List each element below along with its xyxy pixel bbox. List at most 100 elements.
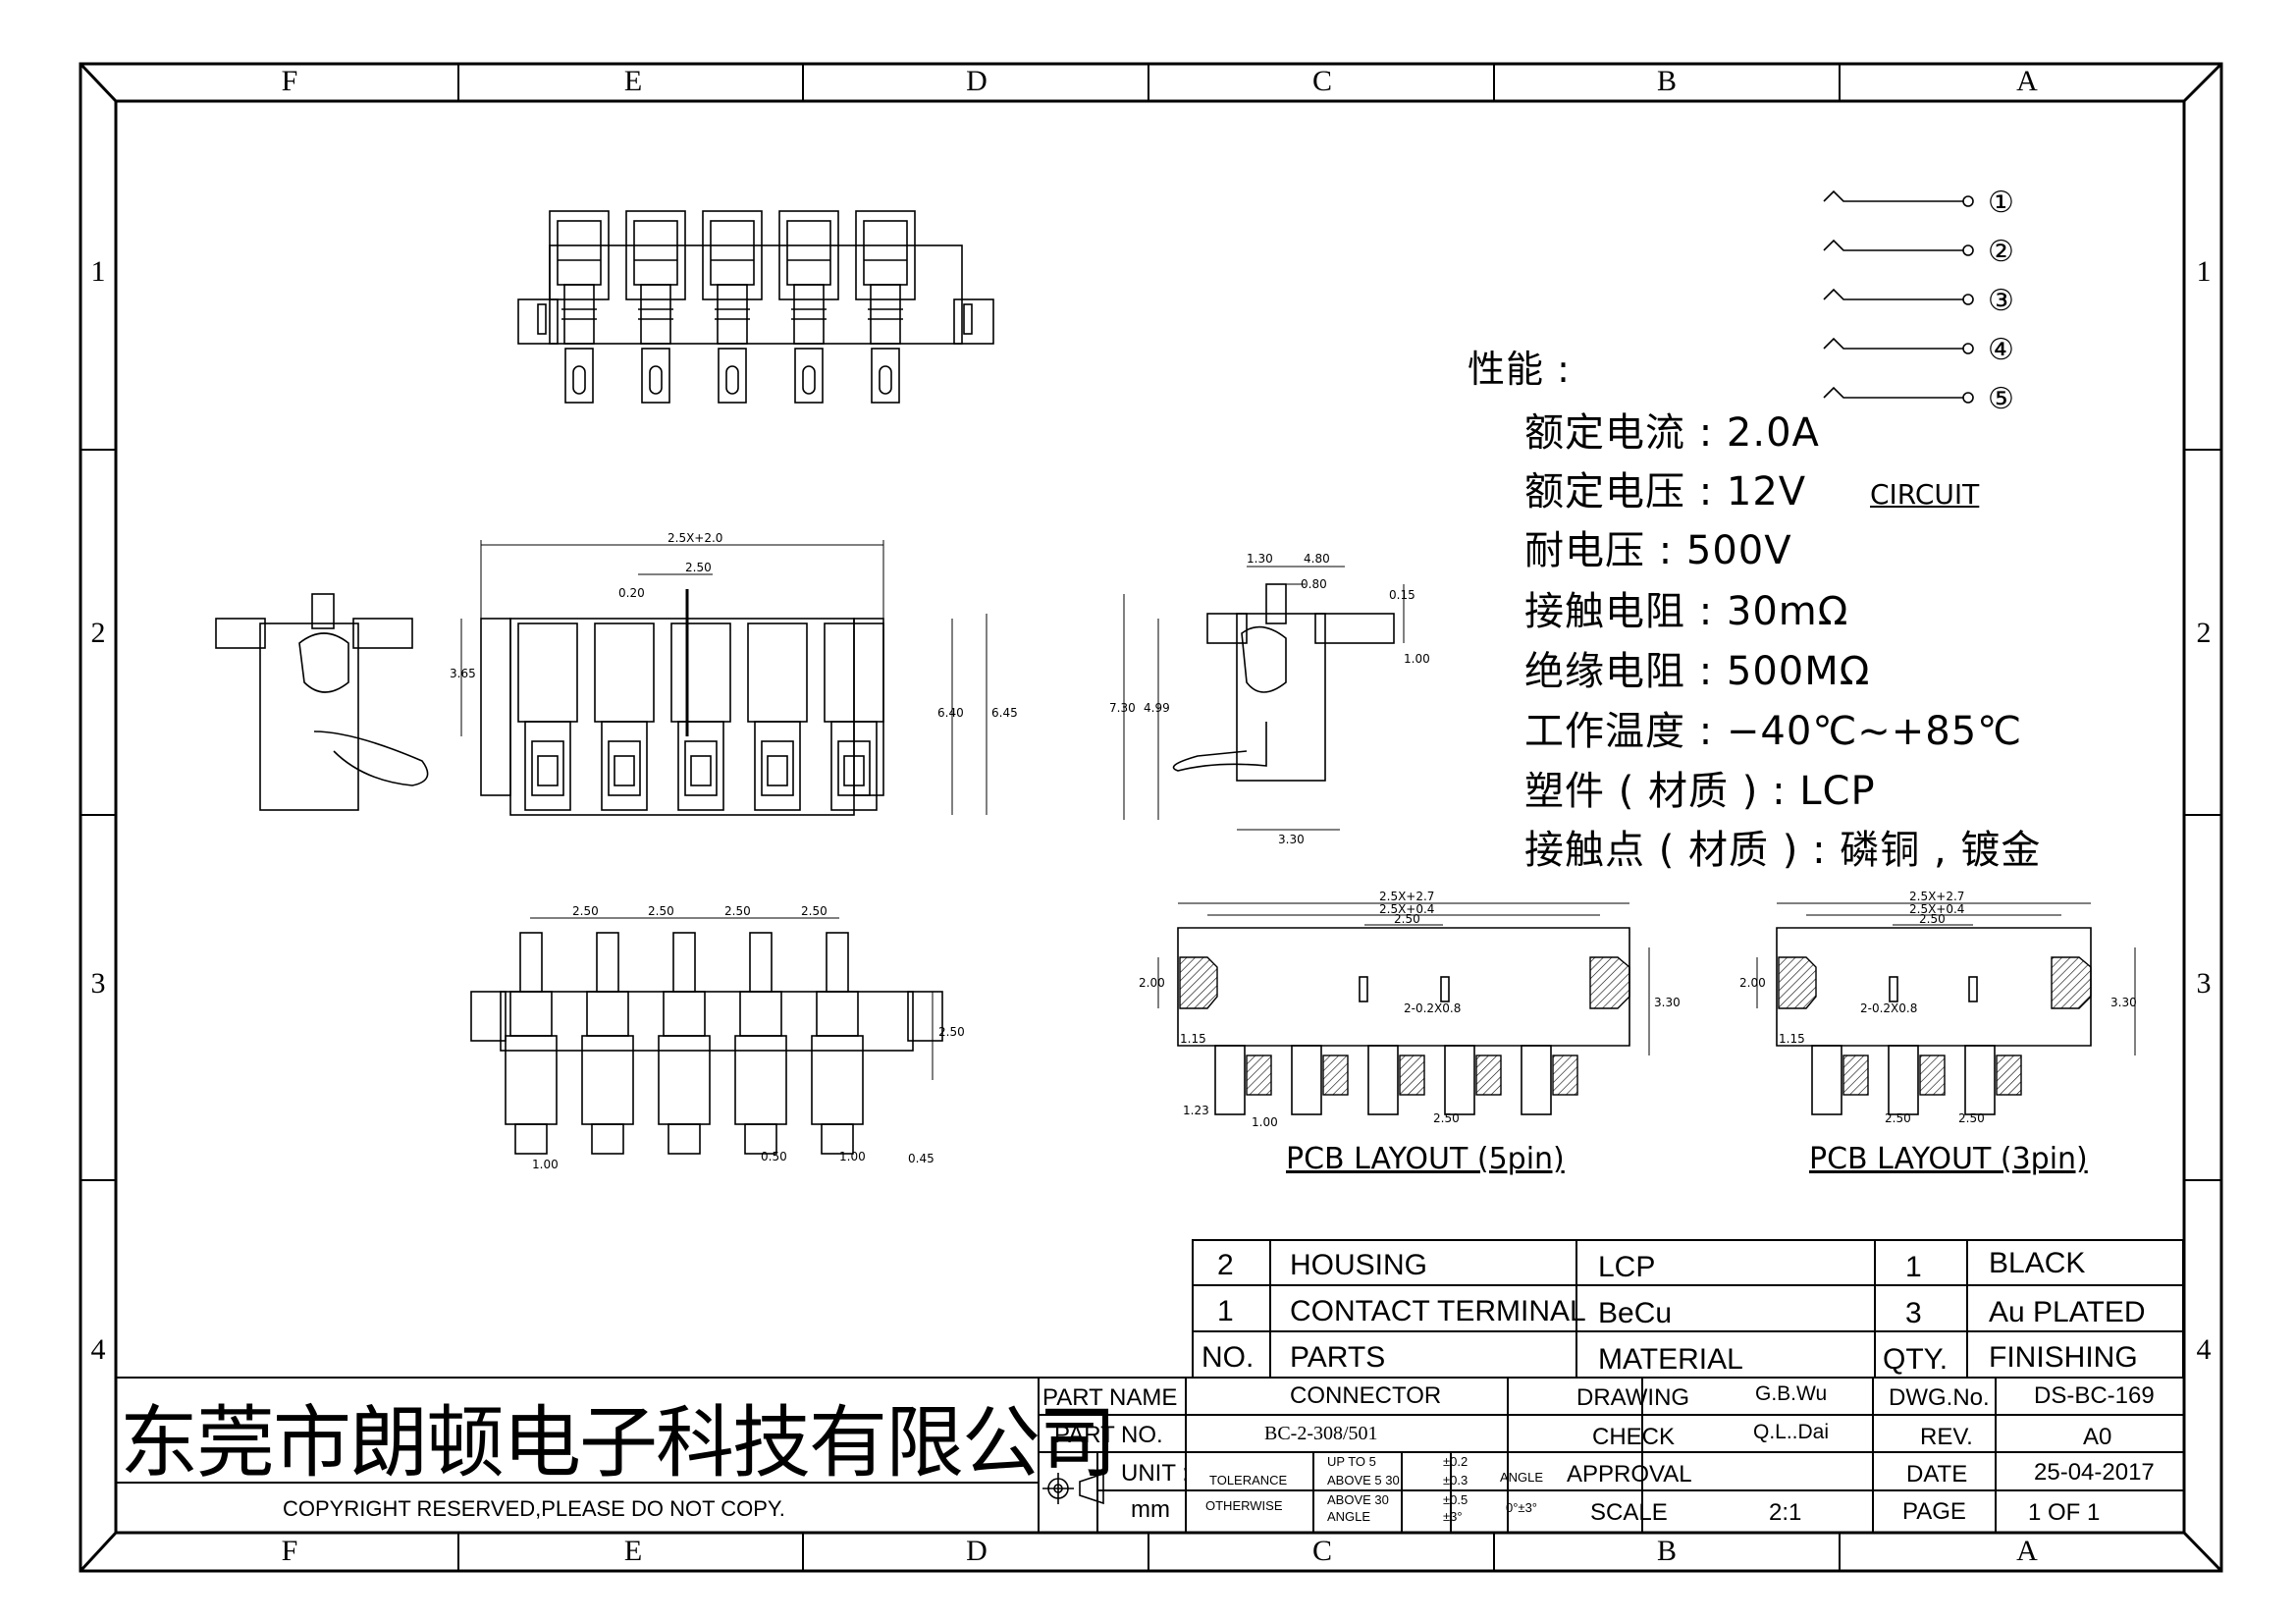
spec-line: 塑件 ( 材质 ) : LCP (1524, 769, 1876, 814)
dim-label: 6.40 (937, 706, 964, 720)
zone-label-right-3: 3 (2196, 967, 2212, 1000)
dim-label: 1.00 (1404, 652, 1430, 666)
dim-label: 7.30 (1109, 701, 1136, 715)
dim-label: 1.15 (1779, 1032, 1805, 1046)
zone-label-right-1: 1 (2196, 255, 2212, 288)
dim-label: 1.00 (532, 1158, 559, 1171)
tolerance-range: ABOVE 30 (1327, 1492, 1389, 1507)
dim-label: 2.5X+2.0 (667, 531, 722, 545)
dim-label: 2.50 (1919, 912, 1946, 926)
otherwise-label: OTHERWISE (1205, 1498, 1283, 1513)
dim-label: 3.30 (1654, 996, 1681, 1009)
zone-label-top-f: F (281, 65, 298, 97)
drawing-label: DRAWING (1576, 1384, 1690, 1411)
circuit-label: CIRCUIT (1870, 478, 1980, 511)
zone-label-right-4: 4 (2196, 1333, 2212, 1366)
pcb-layout-3pin-caption: PCB LAYOUT (3pin) (1809, 1142, 2088, 1176)
dim-label: 1.00 (839, 1150, 866, 1163)
tolerance-value: ±0.2 (1443, 1454, 1468, 1469)
bom-header-qty: QTY. (1883, 1343, 1949, 1376)
bottom-view-drawing: 2.50 2.50 2.50 2.50 2.50 1.00 0.50 1.00 … (470, 904, 965, 1171)
check-label: CHECK (1592, 1424, 1676, 1450)
dim-label: 1.15 (1180, 1032, 1206, 1046)
zone-label-top-b: B (1656, 65, 1677, 97)
tolerance-value: ±0.5 (1443, 1492, 1468, 1507)
zone-label-right-2: 2 (2196, 617, 2212, 649)
bom-header-material: MATERIAL (1598, 1343, 1743, 1376)
circuit-diagram: ① ② ③ ④ ⑤ (1823, 186, 2014, 416)
unit-label: UNIT : (1121, 1460, 1189, 1487)
check-value: Q.L..Dai (1753, 1421, 1830, 1443)
bom-header-no: NO. (1201, 1341, 1255, 1374)
copyright-notice: COPYRIGHT RESERVED,PLEASE DO NOT COPY. (283, 1496, 785, 1521)
right-side-view-drawing: 1.30 4.80 0.80 0.15 1.00 7.30 4.99 3.30 (1109, 552, 1430, 846)
dim-label: 2.50 (572, 904, 599, 918)
bom-row-qty: 3 (1905, 1297, 1922, 1329)
spec-line: 绝缘电阻 : 500MΩ (1524, 649, 1871, 694)
left-side-view-drawing (215, 593, 429, 811)
top-view-drawing (517, 210, 994, 404)
dim-label: 2.5X+2.7 (1379, 890, 1434, 903)
title-block-grid (116, 1377, 2184, 1533)
unit-value: mm (1131, 1496, 1170, 1523)
rev-label: REV. (1920, 1424, 1973, 1450)
pin-number: ② (1988, 235, 2014, 269)
dim-label: 2.5X+2.7 (1909, 890, 1964, 903)
pin-number: ④ (1988, 333, 2014, 367)
dim-label: 6.45 (991, 706, 1018, 720)
company-name: 东莞市朗顿电子科技有限公司 (120, 1397, 1117, 1488)
bom-row-qty: 1 (1905, 1251, 1922, 1283)
pcb-layout-5pin-caption: PCB LAYOUT (5pin) (1286, 1142, 1565, 1176)
angle-label: ANGLE (1500, 1470, 1544, 1485)
dim-label: 2.00 (1739, 976, 1766, 990)
dim-label: 2.50 (801, 904, 828, 918)
spec-line: 工作温度 : −40℃~+85℃ (1524, 709, 2023, 754)
zone-label-bottom-d: D (966, 1535, 988, 1567)
bom-row-material: LCP (1598, 1251, 1656, 1283)
tolerance-range: ANGLE (1327, 1509, 1371, 1524)
zone-label-bottom-e: E (623, 1535, 643, 1567)
pin-number: ③ (1988, 284, 2014, 318)
dim-label: 0.50 (761, 1150, 787, 1163)
zone-label-left-1: 1 (90, 255, 106, 288)
zone-label-top-e: E (623, 65, 643, 97)
part-no-label: PART NO. (1054, 1422, 1163, 1448)
dim-label: 3.65 (450, 667, 476, 680)
tolerance-value: ±0.3 (1443, 1473, 1468, 1488)
bom-row-finishing: Au PLATED (1989, 1296, 2146, 1328)
dim-label: 3.30 (1278, 833, 1305, 846)
zone-label-left-4: 4 (90, 1333, 106, 1366)
dim-label: 2-0.2X0.8 (1404, 1001, 1461, 1015)
zone-label-top-c: C (1311, 65, 1332, 97)
bom-row-part: HOUSING (1290, 1249, 1428, 1281)
bom-header-finishing: FINISHING (1989, 1341, 2138, 1374)
dim-label: 2.5X+0.4 (1379, 902, 1434, 916)
spec-line: 额定电流 : 2.0A (1524, 410, 1820, 456)
dim-label: 0.20 (618, 586, 645, 600)
part-no-value: BC-2-308/501 (1264, 1423, 1378, 1444)
scale-value: 2:1 (1769, 1499, 1802, 1526)
zone-label-bottom-c: C (1311, 1535, 1332, 1567)
zone-label-left-3: 3 (90, 967, 106, 1000)
bom-header-parts: PARTS (1290, 1341, 1386, 1374)
dim-label: 2.50 (685, 561, 712, 574)
dwg-no-value: DS-BC-169 (2034, 1382, 2155, 1409)
part-name-value: CONNECTOR (1290, 1382, 1442, 1409)
dim-label: 4.80 (1304, 552, 1330, 566)
spec-line: 接触点 ( 材质 ) : 磷铜 , 镀金 (1524, 828, 2042, 873)
part-name-label: PART NAME (1042, 1384, 1178, 1411)
pcb-layout-5pin-drawing: 2.5X+2.7 2.5X+0.4 2.50 2.00 2-0.2X0.8 3.… (1139, 890, 1681, 1129)
pcb-layout-3pin-drawing: 2.5X+2.7 2.5X+0.4 2.50 2.00 2-0.2X0.8 3.… (1739, 890, 2137, 1125)
zone-label-top-a: A (2016, 65, 2038, 97)
rev-value: A0 (2083, 1424, 2112, 1450)
bom-row-material: BeCu (1598, 1297, 1673, 1329)
angle-value: 0°±3° (1506, 1500, 1537, 1515)
third-angle-projection-icon (1042, 1472, 1104, 1505)
dim-label: 2.50 (938, 1025, 965, 1039)
bom-row-no: 1 (1217, 1295, 1234, 1327)
dim-label: 2-0.2X0.8 (1860, 1001, 1917, 1015)
scale-label: SCALE (1590, 1499, 1668, 1526)
specs-heading: 性能 : (1468, 348, 1571, 391)
dim-label: 2.50 (1958, 1111, 1985, 1125)
